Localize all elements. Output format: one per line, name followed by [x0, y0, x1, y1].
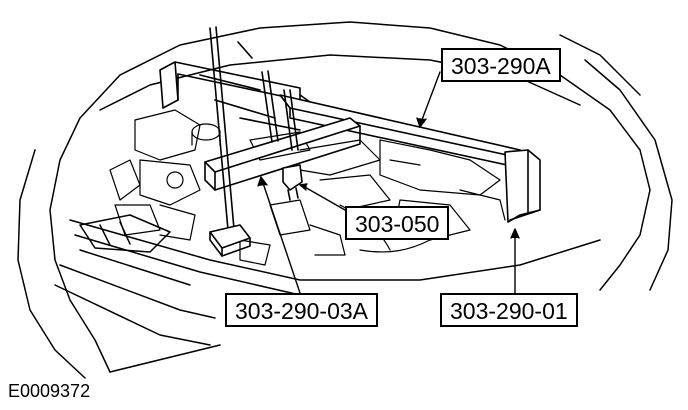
leader-lines	[257, 71, 520, 294]
vehicle-body-outline	[17, 21, 673, 379]
left-stand	[159, 61, 301, 109]
lifting-rods	[199, 26, 311, 231]
callout-303-290-01: 303-290-01	[440, 293, 578, 327]
right-stand	[504, 149, 541, 223]
jack-foot	[209, 224, 251, 257]
figure-number: E0009372	[8, 381, 91, 401]
callout-303-050: 303-050	[345, 206, 450, 240]
adapter	[282, 164, 303, 201]
callout-303-290-03a: 303-290-03A	[225, 293, 378, 327]
callout-303-290a: 303-290A	[441, 48, 561, 82]
